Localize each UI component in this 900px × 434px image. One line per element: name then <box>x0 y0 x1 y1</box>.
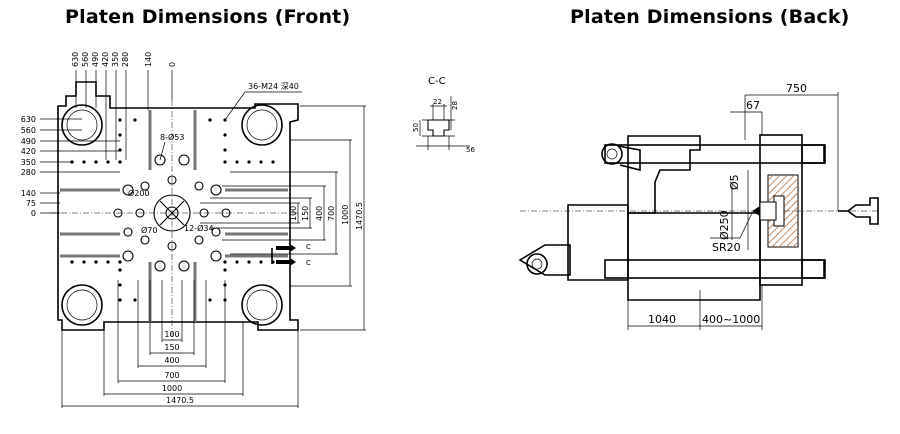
tie-bar-inner-top-right <box>246 109 278 141</box>
tapped-hole-grid <box>70 118 275 302</box>
top-label-630: 630 <box>71 52 80 67</box>
front-title: Platen Dimensions (Front) <box>65 6 351 28</box>
back-dim-dia5: Ø5 <box>728 174 741 190</box>
front-annotations: 36-M24 深40 8-Ø53 Ø200 Ø70 12-Ø34 C C <box>128 82 311 267</box>
left-label-420: 420 <box>21 147 36 156</box>
back-dim-1040: 1040 <box>648 313 676 326</box>
left-label-0: 0 <box>31 209 36 218</box>
tie-bar-hole-bottom-right <box>241 284 283 326</box>
left-label-140: 140 <box>21 189 36 198</box>
left-label-560: 560 <box>21 126 36 135</box>
left-label-630: 630 <box>21 115 36 124</box>
right-dim-1470: 1470.5 <box>355 202 364 230</box>
dia70-note: Ø70 <box>141 225 157 235</box>
center-hole-70 <box>165 206 179 220</box>
right-dim-700: 700 <box>327 206 336 221</box>
top-label-560: 560 <box>81 52 90 67</box>
top-label-420: 420 <box>101 52 110 67</box>
tie-bar-hole-bottom-left <box>61 284 103 326</box>
left-label-350: 350 <box>21 158 36 167</box>
top-label-140: 140 <box>144 52 153 67</box>
back-dim-67: 67 <box>746 99 760 112</box>
front-platen-drawing <box>50 81 300 340</box>
tie-bar-inner-bottom-right <box>246 289 278 321</box>
left-label-75: 75 <box>26 199 36 208</box>
right-dim-100: 100 <box>289 206 298 221</box>
tie-bar-hole-top-right <box>241 104 283 146</box>
center-ring-200 <box>153 194 191 232</box>
front-top-dimensions: 630 560 490 420 350 280 140 0 <box>71 52 177 160</box>
section-dim-28: 28 <box>451 101 459 110</box>
back-dim-sr20: SR20 <box>712 241 741 254</box>
section-cc-drawing: C-C 22 28 50 56 <box>412 76 475 154</box>
bottom-dim-1000: 1000 <box>162 384 182 393</box>
bottom-dim-700: 700 <box>164 371 179 380</box>
bottom-dim-400: 400 <box>164 356 179 365</box>
bottom-dim-1470: 1470.5 <box>166 396 194 405</box>
tie-bar-inner-bottom-left <box>66 289 98 321</box>
top-label-350: 350 <box>111 52 120 67</box>
bottom-dim-150: 150 <box>164 343 179 352</box>
back-title: Platen Dimensions (Back) <box>570 6 850 28</box>
tie-bar-inner-top-left <box>66 109 98 141</box>
back-dim-750: 750 <box>786 82 807 95</box>
back-view-drawing: 750 67 Ø5 Ø250 SR20 1040 400~1000 <box>518 82 880 330</box>
right-dim-1000: 1000 <box>341 205 350 225</box>
top-label-490: 490 <box>91 52 100 67</box>
dia200-note: Ø200 <box>128 188 150 198</box>
mould-hole-pattern <box>113 154 231 272</box>
top-label-0: 0 <box>168 62 177 67</box>
right-dim-400: 400 <box>315 206 324 221</box>
right-dim-150: 150 <box>301 206 310 221</box>
front-bottom-dimensions: 100 150 400 700 1000 1470.5 <box>61 280 299 408</box>
tie-bar-hole-top-left <box>61 104 103 146</box>
left-label-490: 490 <box>21 137 36 146</box>
thread-note: 36-M24 深40 <box>248 82 299 91</box>
left-label-280: 280 <box>21 168 36 177</box>
top-label-280: 280 <box>121 52 130 67</box>
back-dim-dia250: Ø250 <box>718 210 731 240</box>
holes8-note: 8-Ø53 <box>160 132 184 142</box>
bottom-dim-100: 100 <box>164 330 179 339</box>
front-left-dimensions: 630 560 490 420 350 280 140 75 0 <box>21 115 120 218</box>
back-dim-stroke: 400~1000 <box>702 313 760 326</box>
section-c-upper: C <box>306 243 311 251</box>
platen-outline <box>57 81 299 331</box>
section-label: C-C <box>428 76 446 87</box>
section-dim-22: 22 <box>433 98 442 106</box>
front-right-dimensions: 100 150 400 700 1000 1470.5 <box>200 105 366 331</box>
holes12-note: 12-Ø34 <box>184 223 214 233</box>
section-c-lower: C <box>306 259 311 267</box>
section-dim-50: 50 <box>412 123 420 132</box>
section-dim-56: 56 <box>466 146 475 154</box>
